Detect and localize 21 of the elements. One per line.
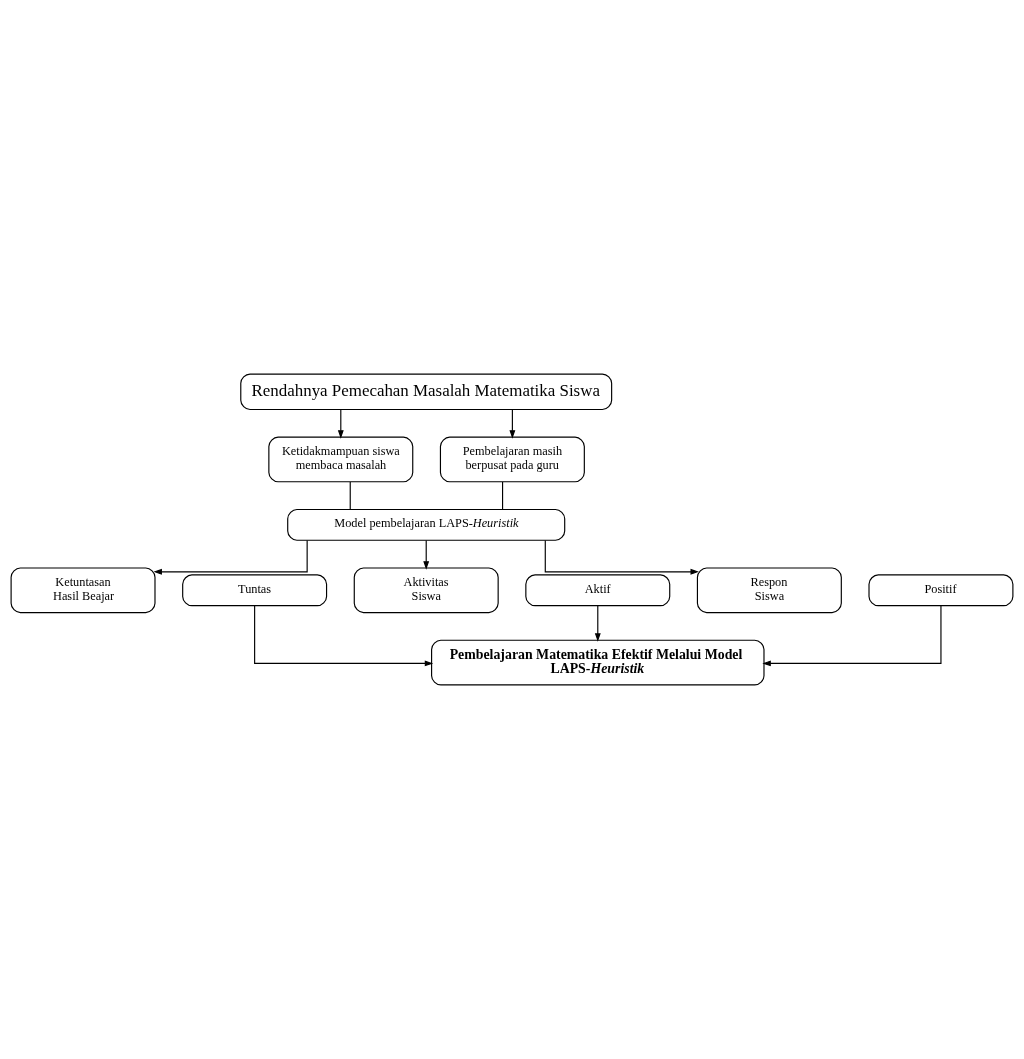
- node-box: Tuntas: [182, 574, 328, 607]
- node-box: Rendahnya Pemecahan Masalah Matematika Siswa: [240, 373, 613, 411]
- arrow: [423, 539, 430, 570]
- node-box: Pembelajaran masih berpusat pada guru: [439, 436, 585, 483]
- node-box: Ketuntasan Hasil Beajar: [10, 567, 156, 614]
- node-box: Pembelajaran Matematika Efektif Melalui Model LAPS-Heuristik: [431, 639, 765, 686]
- node-box: Positif: [868, 574, 1014, 607]
- arrow: [254, 605, 434, 667]
- arrow: [337, 409, 344, 439]
- node-box: Model pembelajaran LAPS-Heuristik: [287, 508, 566, 541]
- arrow: [544, 539, 699, 575]
- connector: [349, 481, 351, 510]
- node-box: Aktif: [525, 574, 671, 607]
- node-box: Aktivitas Siswa: [353, 567, 499, 614]
- arrow: [762, 605, 942, 667]
- arrow: [509, 409, 516, 439]
- node-box: Ketidakmampuan siswa membaca masalah: [268, 436, 414, 483]
- connector: [502, 481, 504, 510]
- arrow: [153, 539, 308, 575]
- arrow: [594, 605, 601, 642]
- node-box: Respon Siswa: [696, 567, 842, 614]
